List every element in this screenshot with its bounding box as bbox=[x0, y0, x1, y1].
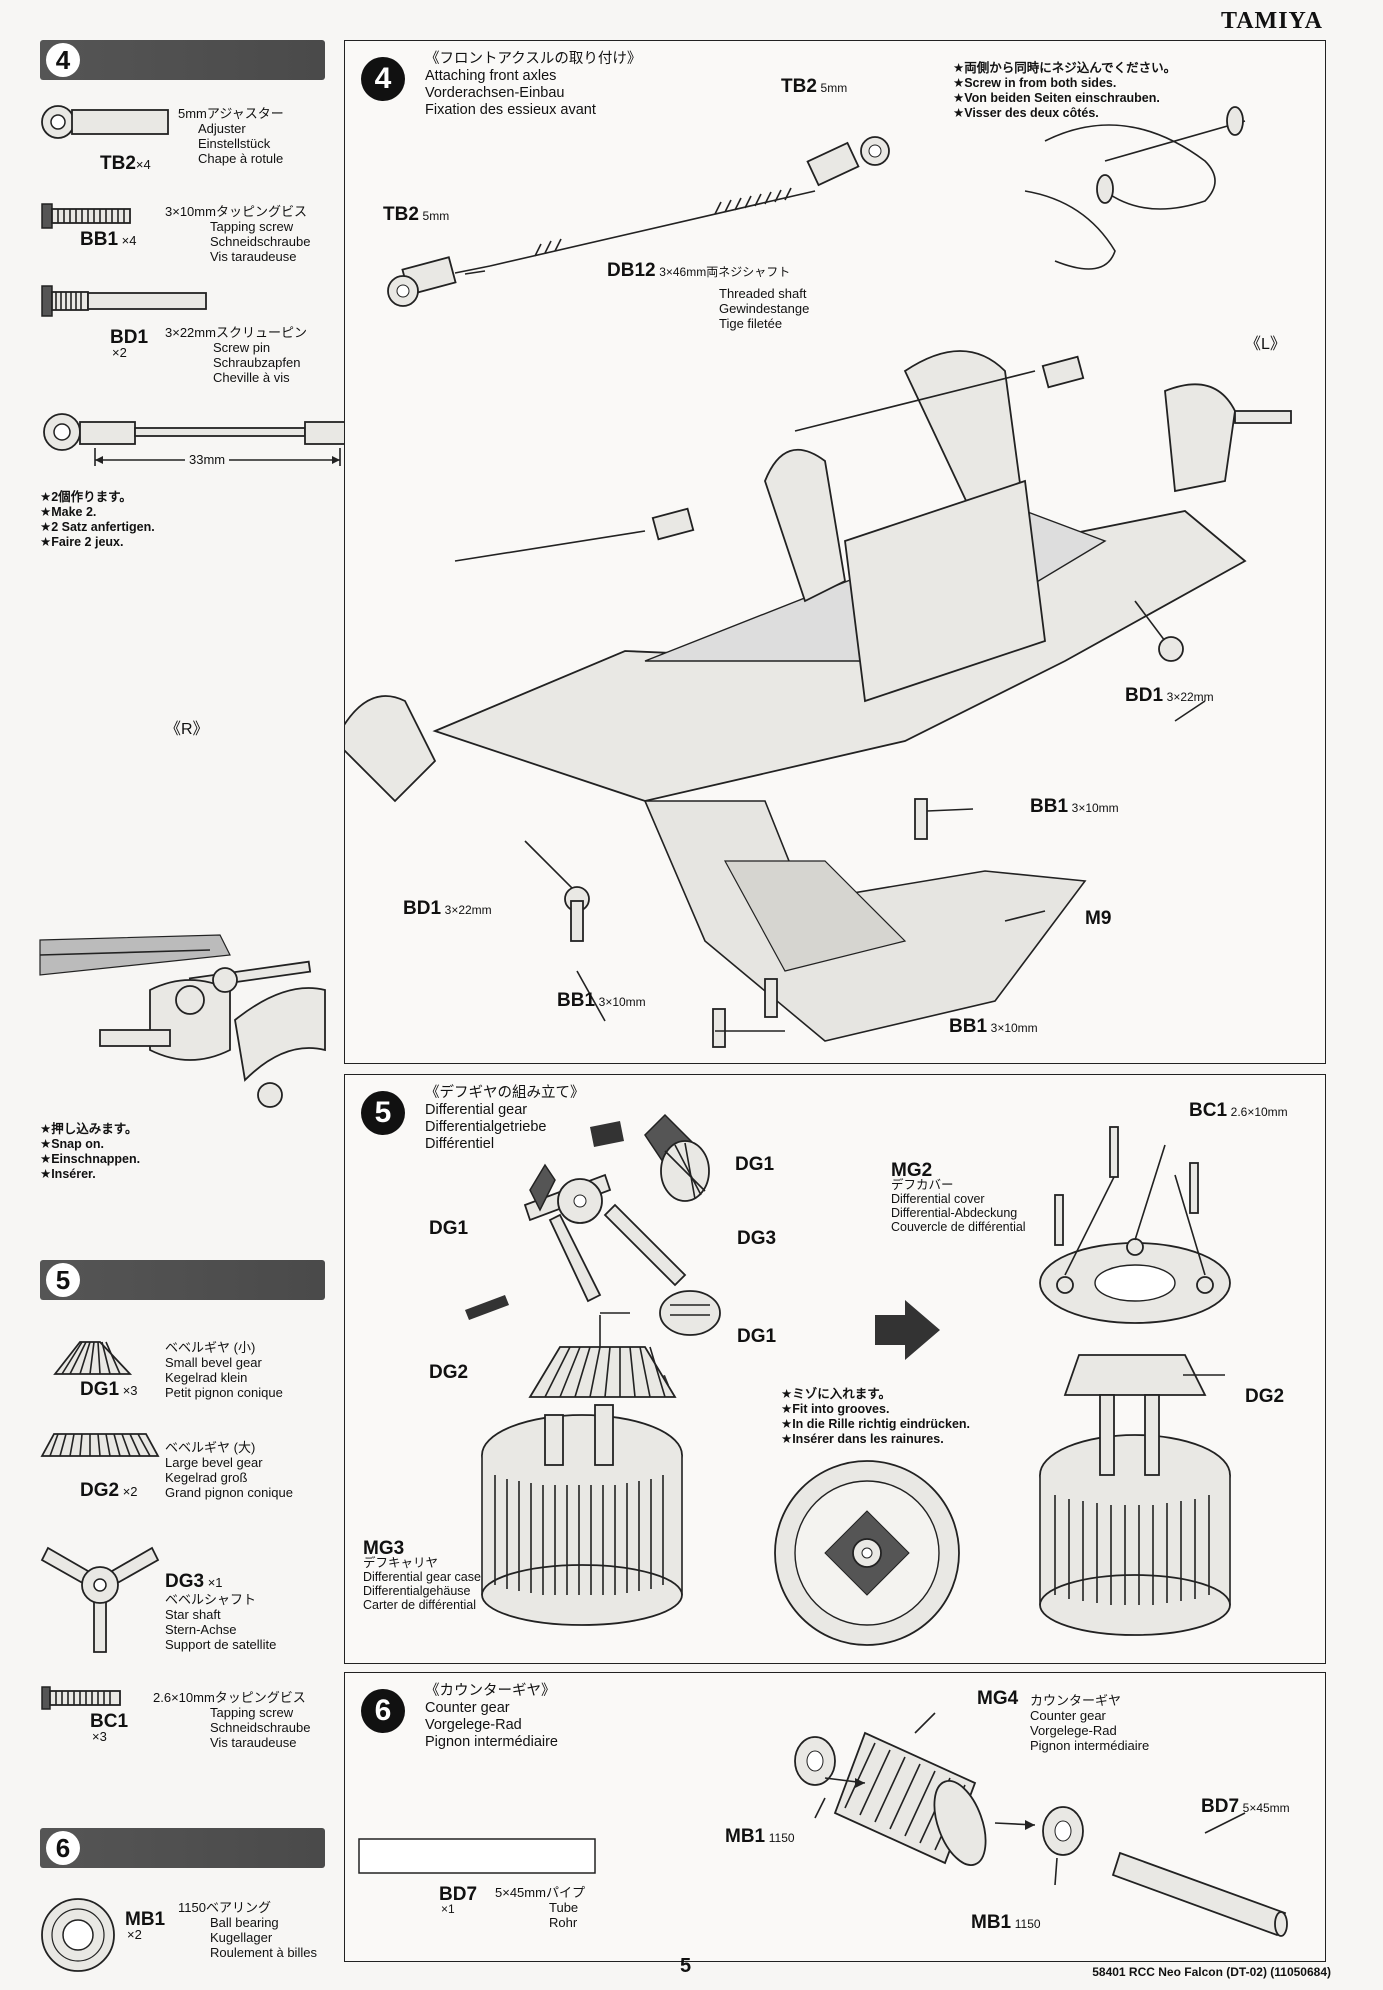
screw-pin-icon bbox=[41, 285, 207, 317]
dg2-label-1: DG2 bbox=[429, 1362, 469, 1383]
sidebar-part-dg2-code: DG2 ×2 bbox=[80, 1480, 138, 1501]
screw-both-sides-note: ★両側から同時にネジ込んでください。 ★Screw in from both s… bbox=[953, 61, 1177, 120]
bc1-label: BC1 2.6×10mm bbox=[1189, 1100, 1288, 1121]
star-shaft-icon bbox=[40, 1546, 160, 1653]
step4-title: 《フロントアクスルの取り付け》 Attaching front axles Vo… bbox=[425, 51, 642, 118]
bd7-part-names: 5×45mmパイプ Tube Rohr bbox=[495, 1885, 585, 1930]
step6-number: 6 bbox=[361, 1689, 405, 1733]
bd1-label-left: BD1 3×22mm bbox=[403, 898, 492, 919]
mb1-label-2: MB1 1150 bbox=[971, 1912, 1041, 1933]
sidebar-part-bd1-code: BD1 ×2 bbox=[110, 327, 149, 360]
step5-number: 5 bbox=[361, 1091, 405, 1135]
bb1-label-1: BB1 3×10mm bbox=[1030, 796, 1119, 817]
mb1-label-1: MB1 1150 bbox=[725, 1826, 795, 1847]
sidebar-step5-number: 5 bbox=[46, 1263, 80, 1297]
sidebar-part-bd1-names: 3×22mmスクリューピン Screw pin Schraubzapfen Ch… bbox=[165, 325, 307, 385]
sidebar-part-tb2-code: TB2×4 bbox=[100, 153, 151, 174]
sidebar-part-bc1-code: BC1 ×3 bbox=[90, 1711, 129, 1744]
adjuster-part-icon bbox=[41, 105, 169, 139]
sidebar-part-dg2-names: ベベルギヤ (大) Large bevel gear Kegelrad groß… bbox=[165, 1440, 293, 1500]
step6-panel: 6 《カウンターギヤ》 Counter gear Vorgelege-Rad P… bbox=[344, 1672, 1326, 1962]
sidebar-step6-number: 6 bbox=[46, 1831, 80, 1865]
sidebar-part-bc1-names: 2.6×10mmタッピングビス Tapping screw Schneidsch… bbox=[153, 1690, 311, 1750]
mg4-label: MG4 bbox=[977, 1688, 1019, 1709]
step4-panel: 4 《フロントアクスルの取り付け》 Attaching front axles … bbox=[344, 40, 1326, 1064]
step6-title: 《カウンターギヤ》 Counter gear Vorgelege-Rad Pig… bbox=[425, 1683, 558, 1750]
sidebar-part-dg1-code: DG1 ×3 bbox=[80, 1379, 138, 1400]
small-tapping-screw-icon bbox=[41, 1686, 121, 1710]
left-side-marker: 《L》 bbox=[1245, 336, 1286, 353]
step5-title: 《デフギヤの組み立て》 Differential gear Differenti… bbox=[425, 1085, 585, 1152]
snap-on-illustration bbox=[39, 934, 326, 1108]
bd1-label-right: BD1 3×22mm bbox=[1125, 685, 1214, 706]
db12-label: DB12 3×46mm両ネジシャフト bbox=[607, 260, 791, 281]
sidebar-part-mb1-code: MB1 ×2 bbox=[125, 1909, 166, 1942]
db12-names: Threaded shaft Gewindestange Tige fileté… bbox=[719, 286, 810, 331]
tb2-label-top: TB2 5mm bbox=[781, 76, 848, 97]
sidebar-step4-number: 4 bbox=[46, 43, 80, 77]
step5-panel: 5 《デフギヤの組み立て》 Differential gear Differen… bbox=[344, 1074, 1326, 1664]
dimension-label: 33mm bbox=[185, 452, 230, 467]
parts-sidebar: 4 5mmアジャスター Adjuster Einstellstück Chape… bbox=[39, 40, 397, 1972]
differential-illustration bbox=[465, 1113, 1231, 1646]
small-bevel-gear-icon bbox=[53, 1341, 133, 1375]
sidebar-step5-header: 5 bbox=[40, 1260, 325, 1300]
sidebar-part-mb1-names: 1150ベアリング Ball bearing Kugellager Roulem… bbox=[178, 1900, 317, 1960]
front-axle-illustration bbox=[345, 106, 1292, 1048]
dg3-label: DG3 bbox=[737, 1228, 777, 1249]
step4-number: 4 bbox=[361, 57, 405, 101]
make-note: ★2個作ります。 ★Make 2. ★2 Satz anfertigen. ★F… bbox=[40, 490, 155, 549]
large-bevel-gear-icon bbox=[40, 1433, 160, 1457]
ball-bearing-icon bbox=[41, 1898, 115, 1972]
groove-note: ★ミゾに入れます。 ★Fit into grooves. ★In die Ril… bbox=[781, 1387, 971, 1446]
sidebar-step4-header: 4 bbox=[40, 40, 325, 80]
footer-reference: 58401 RCC Neo Falcon (DT-02) (11050684) bbox=[1092, 1965, 1331, 1979]
m9-label: M9 bbox=[1085, 908, 1112, 929]
bb1-label-3: BB1 3×10mm bbox=[949, 1016, 1038, 1037]
sidebar-part-bb1-code: BB1 ×4 bbox=[80, 229, 137, 250]
dg1-label-3: DG1 bbox=[737, 1326, 777, 1347]
counter-gear-illustration bbox=[358, 1712, 1288, 1937]
tapping-screw-icon bbox=[41, 203, 131, 229]
bd7-part-code: BD7 ×1 bbox=[439, 1884, 478, 1916]
brand-logo: TAMIYA bbox=[1220, 8, 1323, 34]
sidebar-part-tb2-names: 5mmアジャスター Adjuster Einstellstück Chape à… bbox=[178, 106, 284, 166]
mg4-names: カウンターギヤ Counter gear Vorgelege-Rad Pigno… bbox=[1030, 1693, 1150, 1753]
page-number: 5 bbox=[680, 1955, 692, 1977]
mg2-label: MG2 デフカバー Differential cover Differentia… bbox=[891, 1160, 1026, 1234]
mg3-label: MG3 デフキャリヤ Differential gear case Differ… bbox=[363, 1538, 481, 1612]
right-side-marker: 《R》 bbox=[165, 721, 209, 738]
dg1-label-2: DG1 bbox=[429, 1218, 469, 1239]
bb1-label-2: BB1 3×10mm bbox=[557, 990, 646, 1011]
sidebar-part-dg1-names: ベベルギヤ (小) Small bevel gear Kegelrad klei… bbox=[165, 1340, 283, 1400]
sidebar-step6-header: 6 bbox=[40, 1828, 325, 1868]
snap-note: ★押し込みます。 ★Snap on. ★Einschnappen. ★Insér… bbox=[40, 1122, 141, 1181]
sidebar-part-bb1-names: 3×10mmタッピングビス Tapping screw Schneidschra… bbox=[165, 204, 311, 264]
sidebar-part-dg3: DG3 ×1 ベベルシャフト Star shaft Stern-Achse Su… bbox=[165, 1571, 277, 1652]
dg1-label-1: DG1 bbox=[735, 1154, 775, 1175]
bd7-label: BD7 5×45mm bbox=[1201, 1796, 1290, 1817]
dg2-label-2: DG2 bbox=[1245, 1386, 1285, 1407]
tb2-label-left: TB2 5mm bbox=[383, 204, 450, 225]
